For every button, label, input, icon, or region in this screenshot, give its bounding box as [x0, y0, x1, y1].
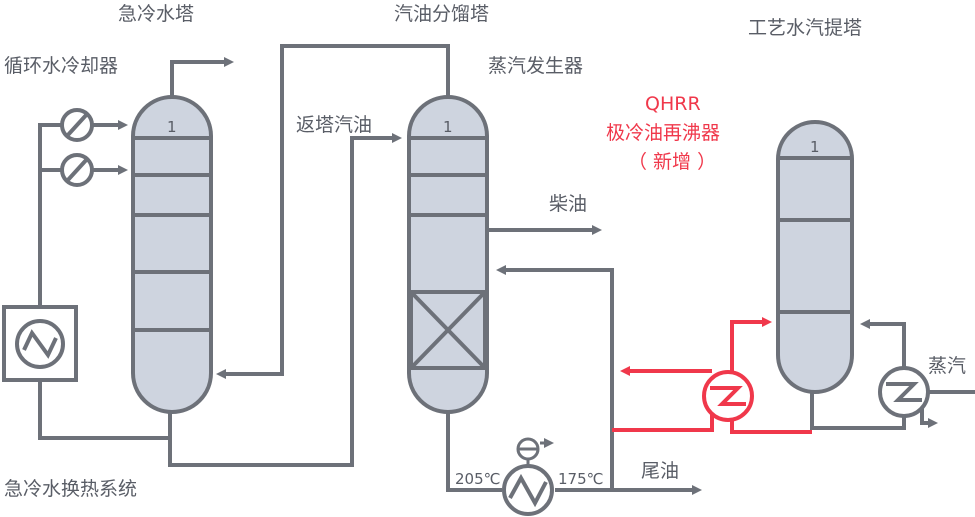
quench-oil-return [496, 265, 614, 490]
quench-overhead-line [170, 57, 234, 97]
cooler-loop-left [38, 123, 62, 307]
quench-water-tower[interactable]: 1 [131, 95, 213, 414]
return-gasoline-line [168, 133, 402, 467]
cooler-icon[interactable] [60, 108, 94, 142]
tail-oil-label: 尾油 [641, 460, 679, 482]
qhrr-name: 极冷油再沸器 [606, 122, 720, 144]
temp-out-label: 175℃ [558, 470, 603, 488]
stripper-tray-number: 1 [810, 138, 820, 156]
process-water-stripper[interactable]: 1 [776, 120, 854, 394]
quench-hx-system-label: 急冷水换热系统 [4, 478, 137, 500]
stripper-label: 工艺水汽提塔 [748, 17, 862, 39]
qhrr-vapour-to-stripper [730, 317, 772, 380]
heat-exchanger-icon[interactable] [2, 305, 78, 382]
return-gasoline-label: 返塔汽油 [296, 114, 372, 136]
steam-generator-label: 蒸汽发生器 [488, 55, 583, 77]
qhrr-feed-line [612, 405, 714, 432]
heat-exchanger-icon[interactable] [502, 464, 554, 516]
fractionator-tray-number: 1 [443, 118, 453, 136]
qhrr-title: QHRR [645, 93, 701, 115]
reboiler-icon[interactable] [878, 366, 930, 418]
gasoline-fractionator-tower[interactable]: 1 [407, 95, 489, 414]
condensate-out [920, 405, 938, 428]
qhrr-new-tag: （ 新增 ） [628, 151, 716, 173]
circ-cooler-label: 循环水冷却器 [4, 55, 118, 77]
diesel-line [482, 215, 602, 235]
quench-tower-label: 急冷水塔 [118, 3, 194, 25]
fractionator-overhead-line [216, 44, 450, 379]
temp-in-label: 205℃ [455, 470, 500, 488]
steam-label: 蒸汽 [928, 355, 966, 377]
fractionator-label: 汽油分馏塔 [394, 3, 489, 25]
stripper-bottom-line [810, 392, 906, 430]
stripper-reboil-return [860, 319, 906, 378]
cooler-icon[interactable] [60, 153, 94, 187]
reboiler-icon[interactable] [702, 370, 754, 422]
diesel-label: 柴油 [549, 193, 587, 215]
fractionator-bottom-line [446, 412, 502, 492]
qhrr-liquid-from-stripper [730, 414, 812, 434]
pump-icon[interactable] [516, 437, 554, 468]
quench-tray-number: 1 [167, 118, 177, 136]
pipes [38, 44, 975, 495]
